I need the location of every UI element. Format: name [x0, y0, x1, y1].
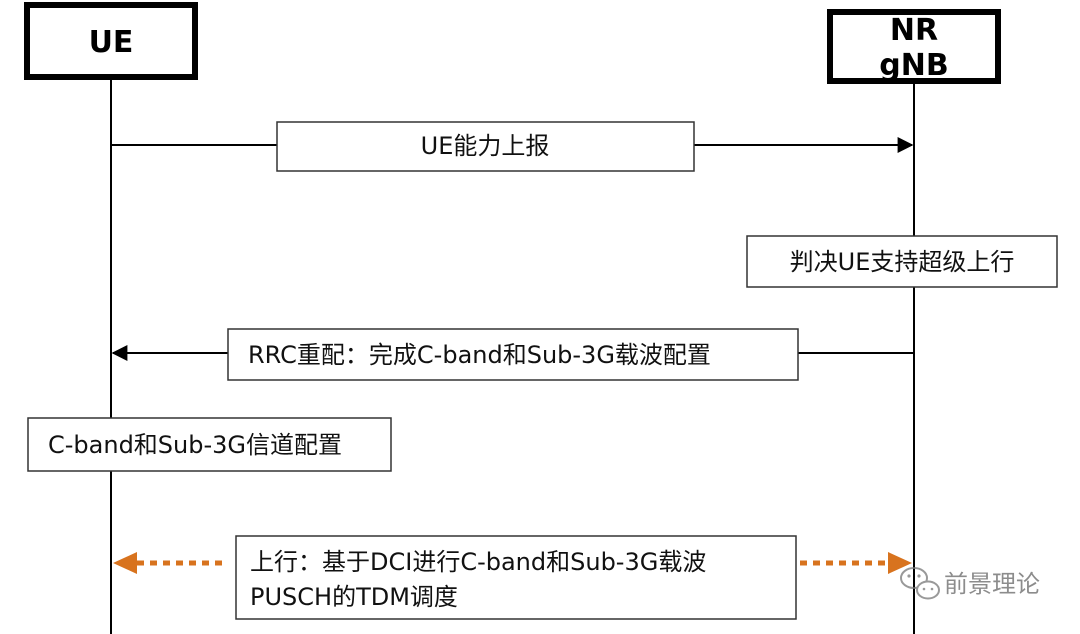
rrc-reconfig-box [227, 328, 799, 381]
dotted-arrow-left-head [113, 552, 137, 574]
participant-ue: UE [24, 2, 198, 80]
decision-label: 判决UE支持超级上行 [790, 248, 1015, 276]
wechat-icon [900, 567, 940, 600]
message-capability-report: UE能力上报 [111, 121, 914, 172]
uplink-scheduling-box [235, 535, 797, 620]
capability-report-box [276, 121, 695, 172]
uplink-scheduling-label-line1: 上行：基于DCI进行C-band和Sub-3G载波 [250, 548, 706, 576]
participant-ue-label: UE [89, 25, 134, 60]
watermark: 前景理论 [900, 567, 1040, 600]
channel-config-label: C-band和Sub-3G信道配置 [48, 431, 342, 459]
channel-config-box [27, 417, 392, 472]
note-decision: 判决UE支持超级上行 [746, 235, 1058, 288]
message-uplink-scheduling: 上行：基于DCI进行C-band和Sub-3G载波 PUSCH的TDM调度 [113, 535, 912, 620]
participant-gnb-label-line1: NR [890, 13, 938, 48]
uplink-scheduling-label-line2: PUSCH的TDM调度 [250, 583, 458, 611]
capability-report-label: UE能力上报 [421, 132, 550, 160]
dotted-arrow-right-head [888, 552, 912, 574]
watermark-text: 前景理论 [944, 570, 1040, 598]
participant-gnb: NR gNB [827, 9, 1001, 84]
message-rrc-reconfig: RRC重配：完成C-band和Sub-3G载波配置 [111, 328, 914, 381]
note-channel-config: C-band和Sub-3G信道配置 [27, 417, 392, 472]
decision-box [746, 235, 1058, 288]
participant-gnb-box [827, 9, 1001, 84]
rrc-reconfig-label: RRC重配：完成C-band和Sub-3G载波配置 [248, 341, 711, 369]
participant-gnb-label-line2: gNB [879, 48, 948, 83]
